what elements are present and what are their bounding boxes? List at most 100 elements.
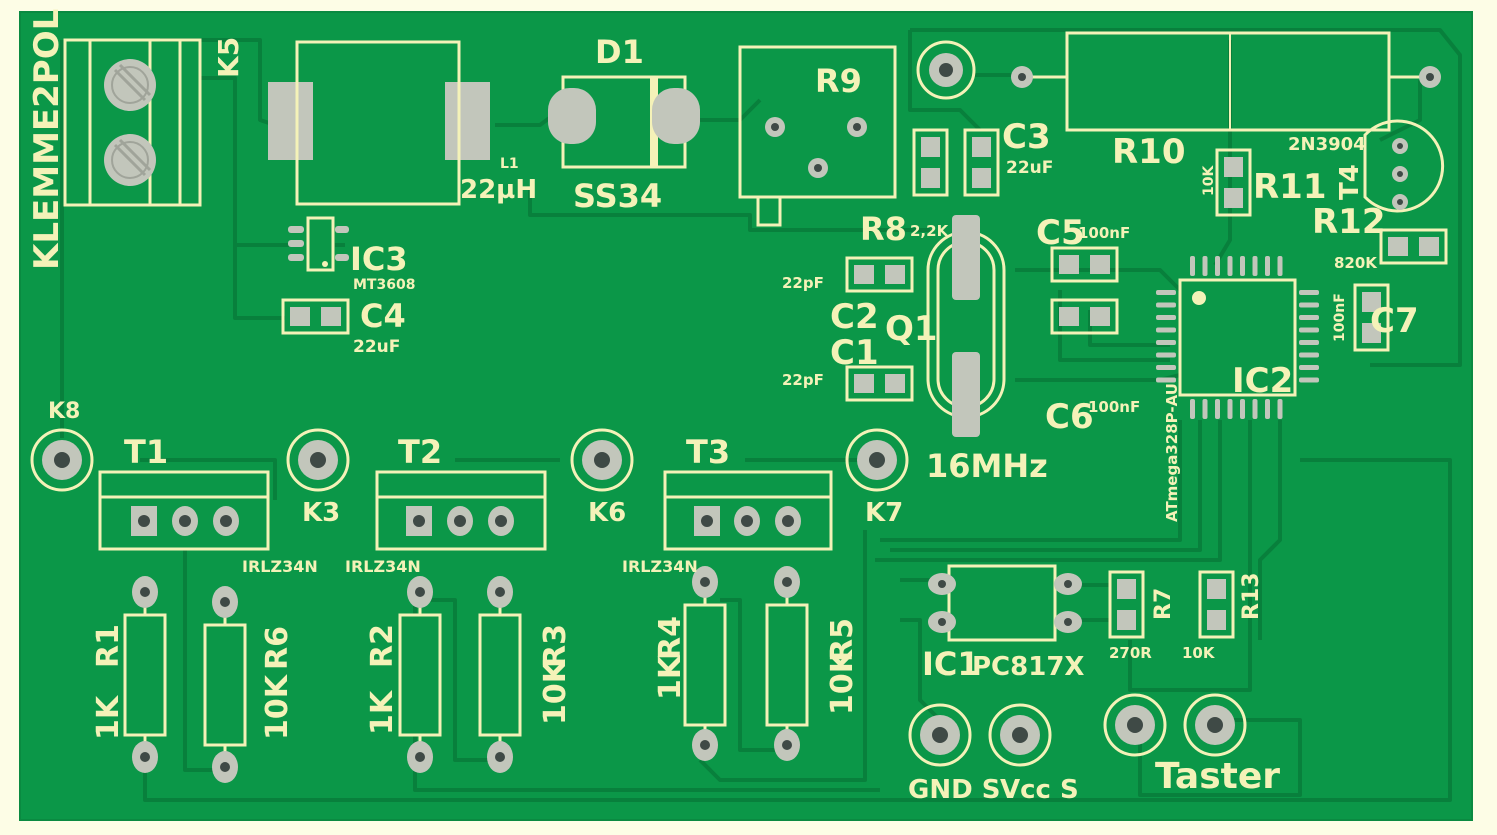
ic2-pin (1299, 365, 1319, 370)
label-r4: R4 (653, 616, 688, 660)
d1-diode (548, 75, 700, 169)
c1-capacitor (845, 365, 914, 402)
label-r8-value: 2,2K (910, 222, 950, 240)
label-r8: R8 (860, 210, 907, 248)
label-ic2: IC2 (1232, 361, 1293, 401)
r11-resistor (1215, 148, 1252, 217)
label-r5: R5 (825, 618, 860, 662)
r13-resistor (1198, 570, 1235, 639)
label-t4: T4 (1335, 164, 1365, 200)
k8-pad (30, 428, 94, 492)
label-q1-value: 16MHz (926, 447, 1048, 485)
q1-crystal (926, 215, 1006, 437)
r1-resistor (123, 576, 167, 773)
label-d1: D1 (595, 33, 644, 71)
label-c2-value: 22pF (782, 274, 824, 292)
ic2-pin (1215, 256, 1220, 276)
r9-trimmer (738, 45, 897, 227)
label-r6: R6 (260, 626, 295, 670)
ic2-pin (1299, 352, 1319, 358)
ic2-pin (1215, 399, 1220, 419)
label-r3: R3 (538, 624, 573, 668)
label-r2: R2 (365, 624, 400, 668)
r2-resistor (398, 576, 442, 773)
label-ic3: IC3 (350, 240, 408, 278)
label-k7: K7 (865, 498, 903, 528)
ic2-pin (1202, 256, 1208, 276)
c5-capacitor (1050, 246, 1119, 283)
label-r7-value: 270R (1109, 644, 1152, 662)
ic2-pin (1299, 327, 1319, 333)
copper-traces (60, 28, 1462, 802)
label-r3-value: 10K (538, 658, 573, 725)
ic2-pin (1265, 256, 1270, 276)
ic2-pin (1277, 399, 1283, 419)
label-t2: T2 (398, 433, 442, 471)
ic2-pin (1202, 399, 1208, 419)
ic2-pin (1156, 352, 1176, 358)
label-ic1: IC1 (922, 645, 980, 683)
label-c2: C2 (830, 297, 879, 337)
r3-resistor (478, 576, 522, 773)
c3-capacitor (912, 128, 1000, 197)
r10-resistor (1011, 31, 1441, 132)
ic2-pin (1156, 302, 1176, 308)
ic2-pin (1156, 315, 1176, 320)
label-r11: R11 (1253, 167, 1327, 207)
k3-pad (286, 428, 350, 492)
label-k6: K6 (588, 498, 626, 528)
ic1-optocoupler (928, 564, 1082, 642)
label-r2-value: 1K (365, 689, 400, 735)
label-c4-value: 22uF (353, 337, 400, 357)
label-ic3-part: MT3608 (353, 277, 415, 293)
label-t1-part: IRLZ34N (242, 557, 318, 576)
label-c3: C3 (1002, 117, 1051, 157)
label-c5-value: 100nF (1078, 224, 1130, 242)
t3-transistor (663, 470, 833, 551)
k6-pad (570, 428, 634, 492)
label-r10: R10 (1112, 132, 1186, 172)
k5-terminal (63, 38, 202, 207)
ic2-pin (1299, 290, 1319, 295)
ic2-pin (1156, 327, 1176, 333)
label-t2-part: IRLZ34N (345, 557, 421, 576)
ic2-pin (1252, 256, 1258, 276)
label-gnd-s: GND S (908, 775, 1000, 805)
c6-capacitor (1050, 298, 1119, 335)
label-k8: K8 (48, 399, 80, 424)
label-r7: R7 (1151, 588, 1176, 620)
r7-resistor (1108, 570, 1145, 639)
r10-testpoint (916, 40, 976, 100)
r5-resistor (765, 566, 809, 761)
label-t3: T3 (686, 433, 730, 471)
label-r12: R12 (1312, 202, 1386, 242)
ic2-pin (1227, 256, 1233, 276)
ic2-pin (1265, 399, 1270, 419)
label-c4: C4 (360, 297, 406, 335)
label-ic2-part: ATmega328P-AU (1163, 383, 1181, 522)
label-vcc-s: Vcc S (1000, 775, 1079, 805)
label-r4-value: 1K (653, 654, 688, 700)
ic2-pin (1156, 340, 1176, 345)
t4-transistor (1363, 119, 1445, 213)
l1-inductor (268, 40, 490, 206)
ic2-pin (1227, 399, 1233, 419)
c2-capacitor (845, 256, 914, 293)
label-c6: C6 (1045, 397, 1094, 437)
label-c1-value: 22pF (782, 371, 824, 389)
label-c3-value: 22uF (1006, 158, 1053, 178)
ic2-pin (1277, 256, 1283, 276)
k7-pad (845, 428, 909, 492)
ic2-pin (1299, 302, 1319, 308)
label-klemme2pol: KLEMME2POL (27, 9, 67, 270)
r12-resistor (1379, 228, 1448, 265)
ic2-pin (1156, 290, 1176, 295)
label-l1: L1 (500, 156, 519, 172)
label-r6-value: 10K (260, 673, 295, 740)
label-r13-value: 10K (1182, 644, 1216, 662)
r4-resistor (683, 566, 727, 761)
label-k5: K5 (212, 37, 245, 78)
ic2-pin (1190, 399, 1195, 419)
label-k3: K3 (302, 498, 340, 528)
